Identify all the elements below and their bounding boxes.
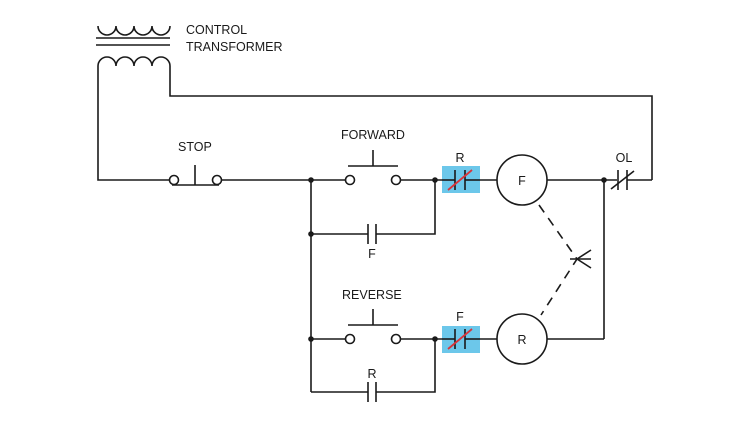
forward-terminal-right [390, 174, 402, 186]
r-holding-wire-right [376, 339, 436, 393]
reverse-terminal-right [390, 333, 402, 345]
transformer-primary-winding [97, 25, 171, 36]
mechanical-interlock-arm-upper [576, 249, 592, 260]
right-supply-wire [169, 66, 653, 180]
control-transformer: CONTROL TRANSFORMER [96, 23, 283, 67]
ol-nc-slash [610, 170, 635, 190]
f-interlock-label: F [456, 310, 464, 324]
f-coil-label: F [518, 174, 526, 188]
reverse-label: REVERSE [342, 288, 402, 302]
r-interlock-label: R [455, 151, 464, 165]
ol-label: OL [616, 151, 633, 165]
left-supply-wire [97, 66, 172, 181]
overload-contact: OL [610, 151, 652, 190]
forward-terminal-left [344, 174, 356, 186]
f-holding-wire-right [376, 180, 436, 235]
stop-terminal-left [168, 174, 180, 186]
stop-label: STOP [178, 140, 212, 154]
r-interlock-nc-slash [447, 169, 473, 191]
forward-rung: FORWARD R F F [311, 128, 617, 261]
mechanical-interlock-arm-lower [576, 258, 592, 269]
mechanical-interlock [538, 204, 592, 316]
f-interlock-nc-slash [447, 328, 473, 350]
r-coil-label: R [517, 333, 526, 347]
f-holding-label: F [368, 247, 376, 261]
mechanical-interlock-dashed-line [538, 204, 578, 316]
stop-terminal-right [211, 174, 223, 186]
r-holding-label: R [367, 367, 376, 381]
reverse-terminal-left [344, 333, 356, 345]
reverse-rung: REVERSE F R R [311, 288, 604, 402]
transformer-label-line1: CONTROL [186, 23, 247, 37]
transformer-label-line2: TRANSFORMER [186, 40, 283, 54]
transformer-secondary-winding [97, 56, 171, 67]
forward-label: FORWARD [341, 128, 405, 142]
stop-pushbutton: STOP [168, 140, 223, 186]
supply-wiring [97, 66, 653, 181]
